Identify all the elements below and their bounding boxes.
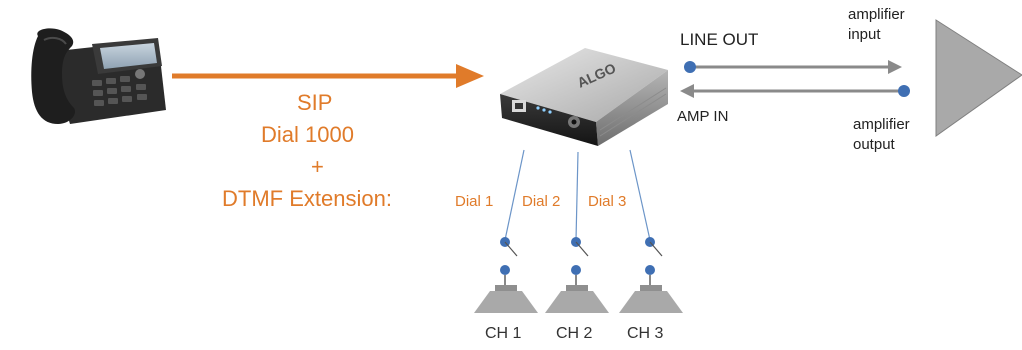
plus-label: +: [311, 154, 324, 179]
channel-1-speaker: [474, 237, 538, 313]
channel-1-label: CH 1: [485, 325, 522, 342]
amplifier-output-label-2: output: [853, 136, 895, 153]
channel-3-label: CH 3: [627, 325, 664, 342]
dtmf-extension-label: DTMF Extension:: [222, 186, 392, 211]
amp-in-arrow: [680, 84, 910, 98]
amplifier-triangle-icon: [935, 19, 1022, 137]
channel-3-speaker: [619, 237, 683, 313]
paging-adapter-device: [500, 48, 668, 146]
dial-1-label: Dial 1: [455, 193, 494, 210]
amp-in-label: AMP IN: [677, 108, 729, 125]
channel-2-speaker: [545, 237, 609, 313]
ip-desk-phone-icon: [31, 28, 166, 124]
dial-3-label: Dial 3: [588, 193, 627, 210]
amplifier-input-label-2: input: [848, 26, 881, 43]
line-out-label: LINE OUT: [680, 30, 759, 49]
dial-2-label: Dial 2: [522, 193, 561, 210]
amplifier-input-label-1: amplifier: [848, 6, 905, 23]
sip-arrow: [172, 64, 484, 88]
line-out-arrow: [684, 60, 902, 74]
sip-label: SIP: [297, 90, 333, 115]
amplifier-output-label-1: amplifier: [853, 116, 910, 133]
dial-wires: [504, 149, 651, 241]
channel-2-label: CH 2: [556, 325, 593, 342]
dial-number-label: Dial 1000: [261, 122, 354, 147]
